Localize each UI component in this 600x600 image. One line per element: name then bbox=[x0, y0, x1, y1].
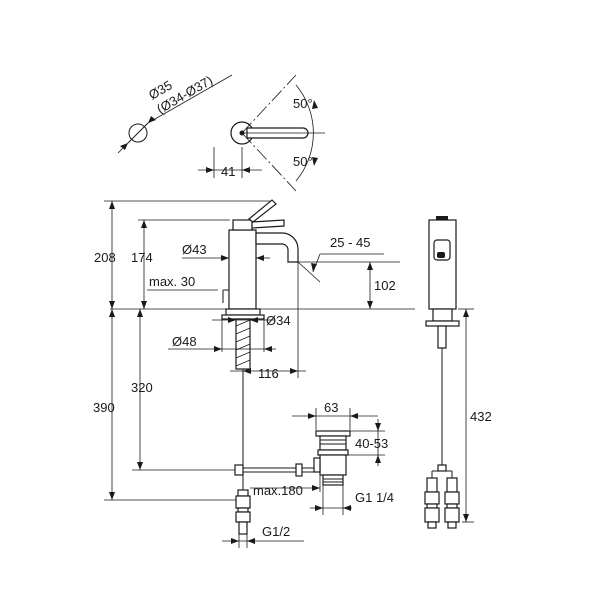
body-diameter-label: Ø43 bbox=[182, 242, 207, 257]
supply-thread-label: G1/2 bbox=[262, 524, 290, 539]
base-diameter-label: Ø48 bbox=[172, 334, 197, 349]
side-view: 208 174 Ø43 25 - 45 102 max. 30 bbox=[93, 199, 415, 548]
hole-diameter-label: Ø34 bbox=[266, 313, 291, 328]
hole-diameter-symbol bbox=[117, 74, 233, 154]
faucet-front-outline bbox=[425, 216, 460, 472]
faucet-body bbox=[222, 199, 299, 310]
front-view: 432 bbox=[424, 216, 492, 529]
supply-length-label: 390 bbox=[93, 400, 115, 415]
drain-assembly bbox=[313, 430, 351, 486]
lever-angle-label: 25 - 45 bbox=[330, 235, 370, 250]
hose-length-label: 320 bbox=[131, 380, 153, 395]
rod-length-label: max.180 bbox=[253, 483, 303, 498]
drain-width-label: 63 bbox=[324, 400, 338, 415]
angle-lower-label: 50° bbox=[293, 154, 313, 169]
deck-thickness-label: max. 30 bbox=[149, 274, 195, 289]
spout-height-label: 174 bbox=[131, 250, 153, 265]
mounting-assembly bbox=[221, 308, 265, 470]
front-supply-hoses bbox=[424, 470, 460, 529]
total-height-label: 208 bbox=[94, 250, 116, 265]
angle-upper-label: 50° bbox=[293, 96, 313, 111]
offset-dim-label: 41 bbox=[221, 164, 235, 179]
total-length-label: 432 bbox=[470, 409, 492, 424]
drain-adjust-label: 40-53 bbox=[355, 436, 388, 451]
spout-clearance-label: 102 bbox=[374, 278, 396, 293]
spout-reach-label: 116 bbox=[258, 366, 279, 381]
drain-thread-label: G1 1/4 bbox=[355, 490, 394, 505]
top-view: Ø35 (Ø34-Ø37) 50° 50° 41 bbox=[117, 73, 325, 192]
